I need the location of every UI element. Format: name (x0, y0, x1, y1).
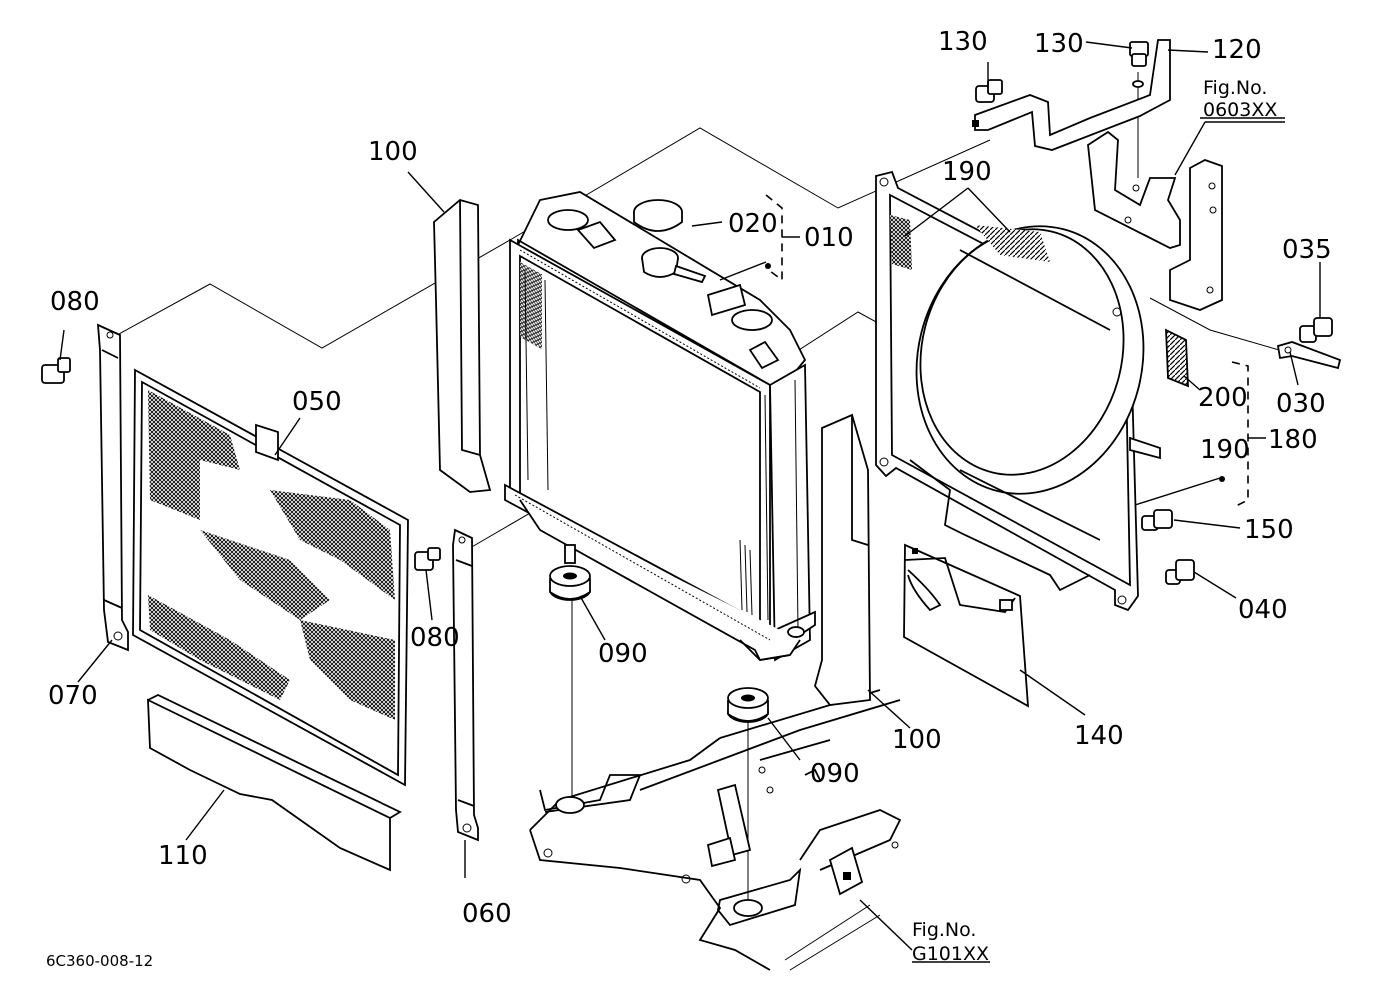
baffle-100-left (433, 199, 492, 493)
pad-200 (1165, 328, 1189, 388)
bracket-120 (972, 39, 1171, 151)
fig-ref-top-label: Fig.No. (1203, 77, 1267, 99)
bolts-080 (41, 357, 441, 571)
callout-190-side: 190 (1200, 435, 1250, 465)
figure-reference-bottom: Fig.No. G101XX (912, 919, 989, 965)
radiator (504, 191, 816, 662)
callout-020: 020 (728, 209, 778, 239)
callout-090-a: 090 (598, 639, 648, 669)
callout-050: 050 (292, 387, 342, 417)
callout-190-top: 190 (942, 157, 992, 187)
callout-150: 150 (1244, 515, 1294, 545)
callout-120: 120 (1212, 35, 1262, 65)
bolt-040 (1165, 559, 1195, 585)
rubber-mounts-090 (549, 565, 769, 723)
callout-100-right: 100 (892, 725, 942, 755)
callout-090-b: 090 (810, 759, 860, 789)
fig-ref-bottom-code: G101XX (912, 943, 989, 965)
callout-080-left: 080 (50, 287, 100, 317)
callout-100-left: 100 (368, 137, 418, 167)
engine-bracket (1087, 130, 1223, 311)
bolt-035 (1299, 317, 1333, 343)
callout-035: 035 (1282, 235, 1332, 265)
foam-seal-110 (147, 693, 402, 872)
side-plate-070 (96, 323, 129, 652)
callout-labels: 020 010 100 050 080 070 080 090 090 100 … (48, 27, 1332, 929)
baffle-100-right (814, 413, 871, 706)
bolt-150 (1141, 509, 1173, 531)
side-plate-060 (452, 528, 479, 842)
callout-030: 030 (1276, 389, 1326, 419)
fig-ref-top-code: 0603XX (1203, 99, 1277, 121)
callout-070: 070 (48, 681, 98, 711)
callout-180: 180 (1268, 425, 1318, 455)
bolts-130 (975, 41, 1149, 103)
radiator-cap (633, 199, 707, 284)
callout-110: 110 (158, 841, 208, 871)
stay-030 (1276, 341, 1342, 370)
fan-shroud (875, 170, 1161, 612)
figure-reference-top: Fig.No. 0603XX (1203, 77, 1277, 121)
drawing-code: 6C360-008-12 (46, 952, 153, 970)
chassis-frame (529, 689, 902, 971)
screen-050 (132, 368, 409, 787)
callout-040: 040 (1238, 595, 1288, 625)
callout-130-b: 130 (1034, 29, 1084, 59)
callout-140: 140 (1074, 721, 1124, 751)
callout-130-a: 130 (938, 27, 988, 57)
callout-010: 010 (804, 223, 854, 253)
callout-080-mid: 080 (410, 623, 460, 653)
fig-ref-bottom-label: Fig.No. (912, 919, 976, 941)
callout-200: 200 (1198, 383, 1248, 413)
leader-lines (59, 41, 1321, 963)
callout-060: 060 (462, 899, 512, 929)
cover-140 (903, 543, 1030, 708)
